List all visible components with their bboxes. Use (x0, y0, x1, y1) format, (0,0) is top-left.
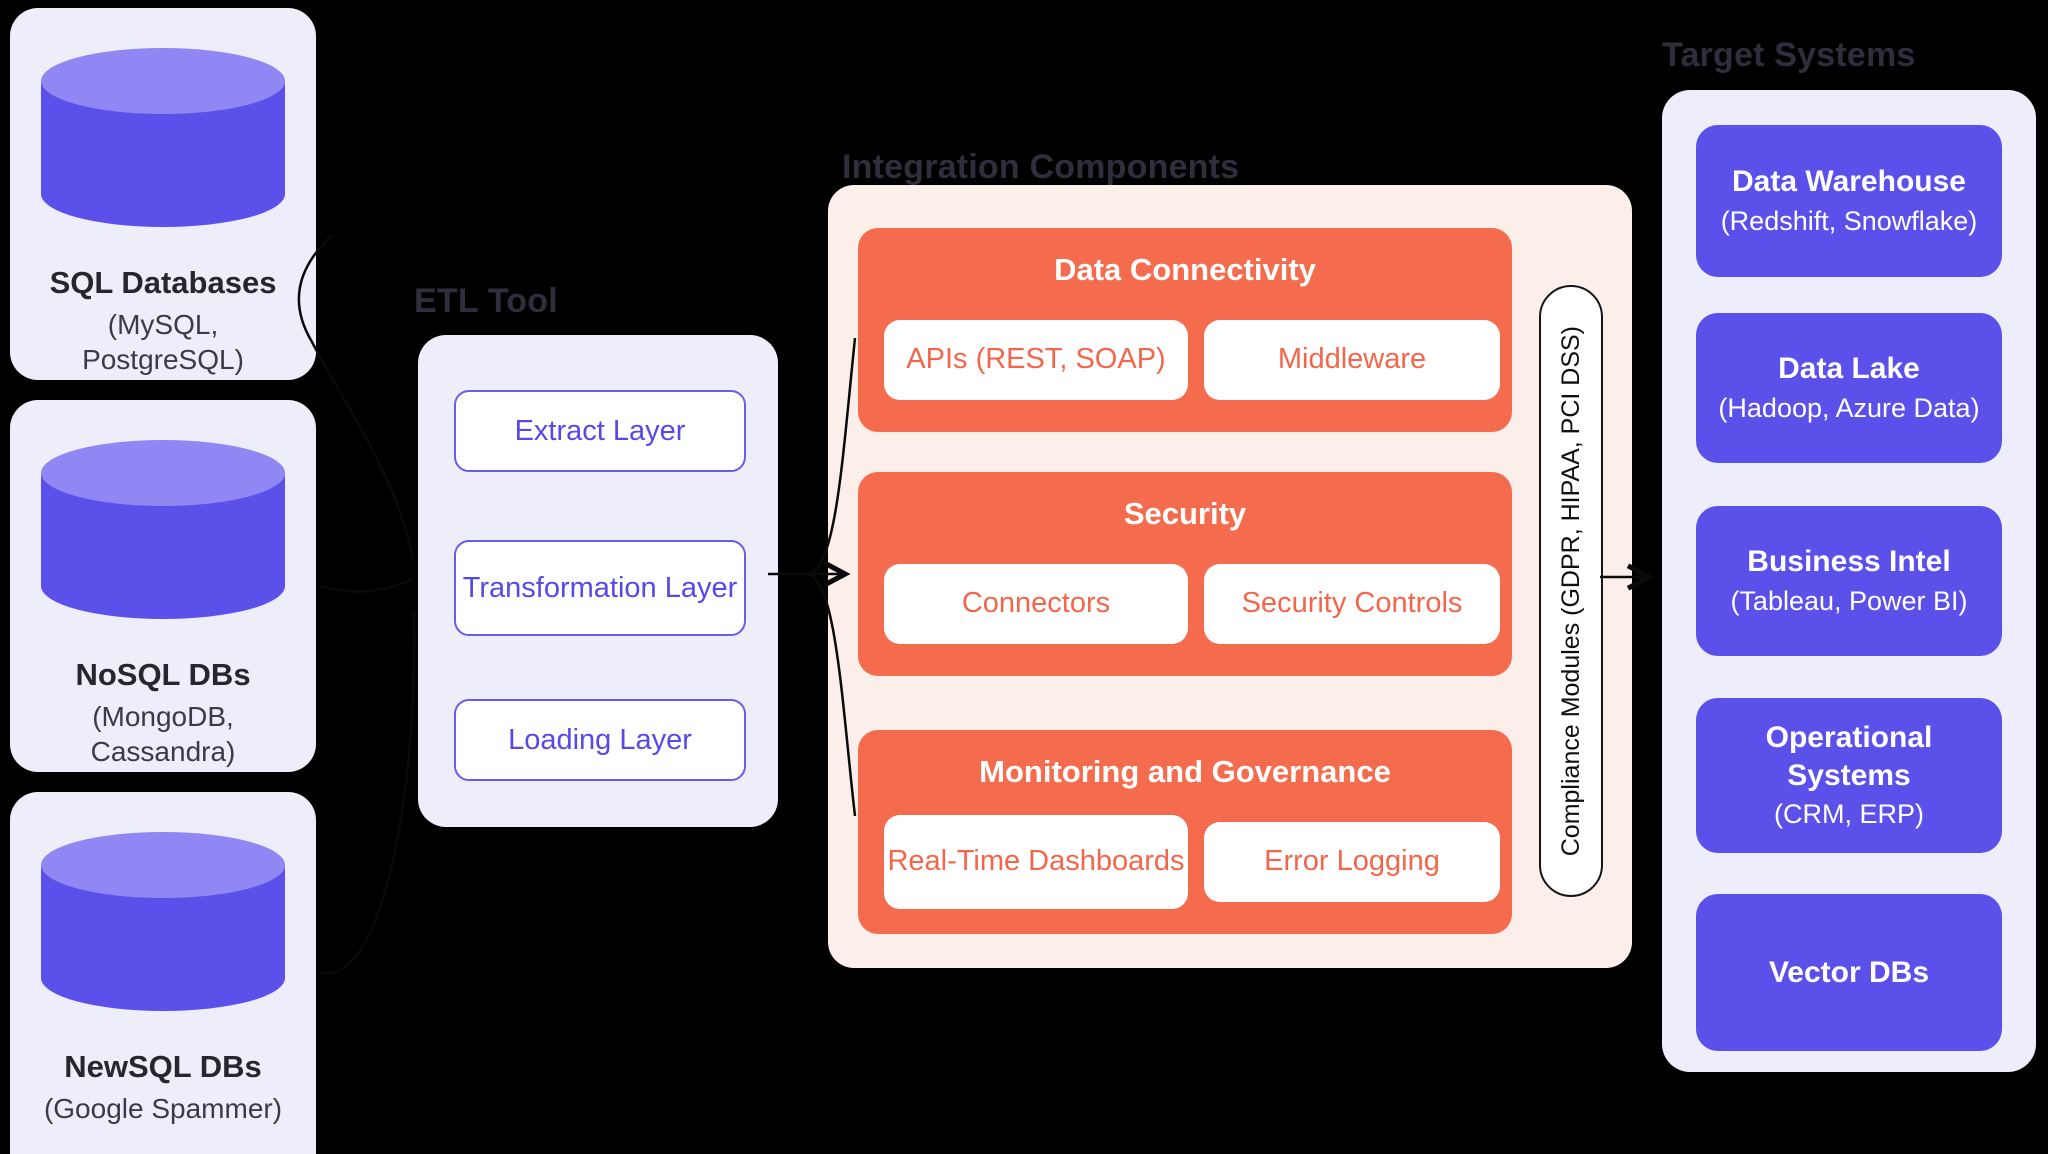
source-card-sql: SQL Databases (MySQL, PostgreSQL) (10, 8, 316, 380)
compliance-modules-label: Compliance Modules (GDPR, HIPAA, PCI DSS… (1556, 325, 1585, 857)
group-security: Security Connectors Security Controls (858, 472, 1512, 676)
etl-card: Extract Layer Transformation Layer Loadi… (418, 335, 778, 827)
target-title: Data Lake (1778, 352, 1920, 386)
target-subtitle: (Hadoop, Azure Data) (1718, 392, 1980, 423)
target-subtitle: (Tableau, Power BI) (1730, 585, 1968, 616)
source-card-newsql: NewSQL DBs (Google Spammer) (10, 792, 316, 1154)
source-title: SQL Databases (49, 265, 277, 300)
database-cylinder-icon (41, 832, 285, 1011)
item-apis: APIs (REST, SOAP) (884, 320, 1188, 400)
group-title: Data Connectivity (1054, 252, 1316, 287)
target-title: Business Intel (1747, 545, 1951, 579)
etl-section-title: ETL Tool (414, 282, 558, 320)
etl-transformation-layer: Transformation Layer (454, 540, 746, 636)
item-error-logging: Error Logging (1204, 822, 1500, 902)
target-subtitle: (CRM, ERP) (1774, 799, 1924, 830)
source-card-nosql: NoSQL DBs (MongoDB, Cassandra) (10, 400, 316, 772)
group-items: Real-Time Dashboards Error Logging (884, 814, 1500, 910)
target-data-warehouse: Data Warehouse (Redshift, Snowflake) (1696, 125, 2002, 277)
group-title: Security (1123, 496, 1247, 531)
database-cylinder-icon (41, 48, 285, 227)
etl-loading-layer: Loading Layer (454, 699, 746, 781)
target-card: Data Warehouse (Redshift, Snowflake) Dat… (1662, 90, 2036, 1072)
group-items: APIs (REST, SOAP) Middleware (884, 312, 1500, 408)
target-subtitle: (Redshift, Snowflake) (1720, 205, 1978, 236)
integration-card: Data Connectivity APIs (REST, SOAP) Midd… (828, 185, 1632, 968)
etl-extract-layer: Extract Layer (454, 390, 746, 472)
source-subtitle: (Google Spammer) (43, 1093, 283, 1125)
target-operational-systems: Operational Systems (CRM, ERP) (1696, 698, 2002, 853)
target-data-lake: Data Lake (Hadoop, Azure Data) (1696, 313, 2002, 463)
item-security-controls: Security Controls (1204, 564, 1500, 644)
target-title: Vector DBs (1768, 955, 1930, 989)
item-connectors: Connectors (884, 564, 1188, 644)
group-title: Monitoring and Governance (979, 754, 1391, 789)
source-title: NewSQL DBs (64, 1049, 262, 1084)
group-monitoring-governance: Monitoring and Governance Real-Time Dash… (858, 730, 1512, 934)
target-section-title: Target Systems (1662, 36, 1916, 74)
item-middleware: Middleware (1204, 320, 1500, 400)
target-title: Data Warehouse (1732, 165, 1966, 199)
group-items: Connectors Security Controls (884, 556, 1500, 652)
source-title: NoSQL DBs (75, 657, 251, 692)
target-business-intel: Business Intel (Tableau, Power BI) (1696, 506, 2002, 656)
compliance-modules-pill: Compliance Modules (GDPR, HIPAA, PCI DSS… (1539, 285, 1603, 897)
item-realtime-dashboards: Real-Time Dashboards (884, 815, 1188, 909)
source-subtitle: (MongoDB, Cassandra) (90, 701, 236, 768)
group-data-connectivity: Data Connectivity APIs (REST, SOAP) Midd… (858, 228, 1512, 432)
target-vector-dbs: Vector DBs (1696, 894, 2002, 1051)
arrow-newsql-to-etl (319, 611, 416, 975)
database-cylinder-icon (41, 440, 285, 619)
integration-section-title: Integration Components (842, 148, 1240, 186)
target-title: Operational Systems (1765, 721, 1933, 792)
source-subtitle: (MySQL, PostgreSQL) (82, 309, 244, 376)
arrow-nosql-to-etl (319, 578, 413, 593)
